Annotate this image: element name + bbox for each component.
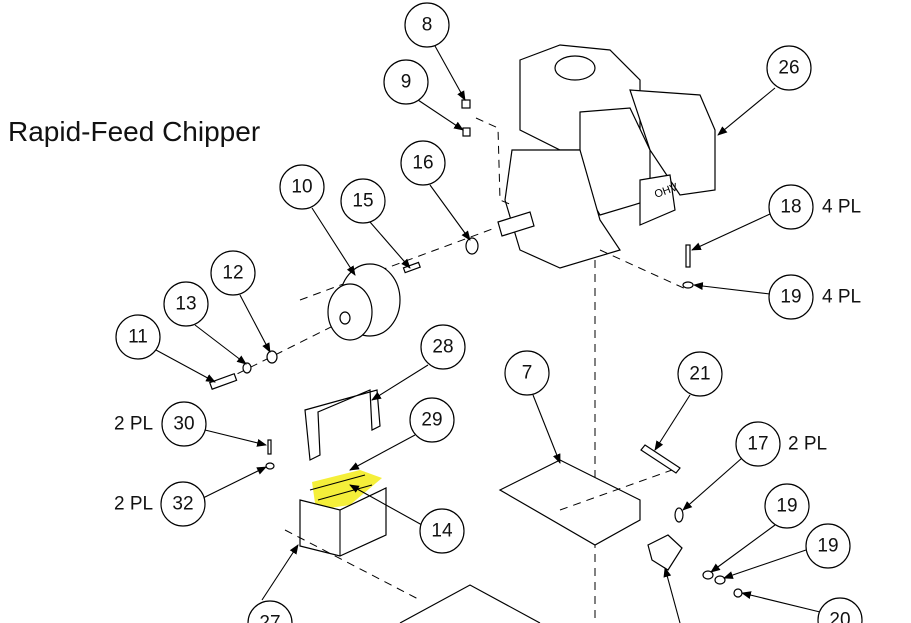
svg-text:30: 30 [173, 414, 194, 435]
callout-29: 29 [409, 397, 455, 443]
svg-text:7: 7 [522, 363, 533, 384]
svg-text:16: 16 [412, 153, 433, 174]
callout-21: 21 [677, 351, 723, 397]
svg-text:28: 28 [432, 337, 453, 358]
part-7-plate [498, 459, 641, 546]
callout-8: 8 [404, 2, 450, 48]
leader-lines [155, 45, 821, 623]
callout-32: 32 2 PL [114, 481, 206, 527]
svg-text:21: 21 [689, 364, 710, 385]
svg-text:32: 32 [172, 494, 193, 515]
svg-text:12: 12 [222, 263, 243, 284]
diagram-title: Rapid-Feed Chipper [8, 116, 261, 147]
callout-15: 15 [340, 178, 386, 224]
svg-text:2 PL: 2 PL [788, 434, 827, 455]
svg-text:19: 19 [817, 536, 838, 557]
svg-text:19: 19 [780, 287, 801, 308]
part-bracket [647, 534, 683, 571]
svg-text:19: 19 [776, 496, 797, 517]
callout-9: 9 [383, 59, 429, 105]
callout-19-c: 19 [805, 523, 851, 569]
svg-text:9: 9 [401, 72, 412, 93]
part-10-pulley [327, 263, 401, 341]
part-28-bracket [304, 389, 381, 461]
part-14-highlight [312, 470, 382, 510]
callout-28: 28 [420, 324, 466, 370]
callout-27: 27 [247, 600, 293, 623]
svg-text:29: 29 [421, 410, 442, 431]
callout-11: 11 [115, 314, 161, 360]
svg-text:27: 27 [259, 613, 280, 623]
callout-18: 18 4 PL [768, 184, 861, 230]
callout-13: 13 [163, 281, 209, 327]
svg-text:26: 26 [778, 58, 799, 79]
part-16-washer [465, 237, 479, 255]
svg-text:17: 17 [747, 434, 768, 455]
svg-text:14: 14 [431, 521, 453, 542]
callout-20: 20 [817, 597, 863, 623]
callout-30: 30 2 PL [114, 401, 207, 447]
svg-text:15: 15 [352, 191, 373, 212]
callout-7: 7 [504, 350, 550, 396]
callout-14: 14 [419, 508, 465, 554]
svg-text:2 PL: 2 PL [114, 494, 153, 515]
callout-26: 26 [766, 45, 812, 91]
callout-19-a: 19 4 PL [768, 274, 861, 320]
svg-text:13: 13 [175, 294, 196, 315]
svg-text:18: 18 [780, 197, 801, 218]
svg-text:8: 8 [422, 15, 433, 36]
callout-10: 10 [279, 164, 325, 210]
svg-text:11: 11 [128, 327, 148, 348]
svg-text:20: 20 [829, 610, 850, 623]
callout-19-b: 19 [764, 483, 810, 529]
svg-text:2 PL: 2 PL [114, 414, 153, 435]
callout-17: 17 2 PL [735, 421, 827, 467]
part-8 [461, 99, 471, 109]
svg-text:10: 10 [291, 177, 312, 198]
engine: OHV [497, 44, 716, 269]
callout-12: 12 [210, 250, 256, 296]
svg-text:4 PL: 4 PL [822, 197, 861, 218]
callout-16: 16 [400, 140, 446, 186]
part-9 [462, 127, 471, 137]
svg-text:4 PL: 4 PL [822, 287, 861, 308]
